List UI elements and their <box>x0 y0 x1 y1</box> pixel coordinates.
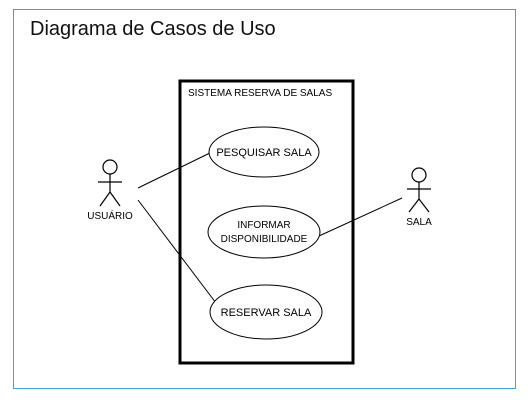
use-case-informar-disponibilidade: INFORMAR DISPONIBILIDADE <box>207 205 321 259</box>
actor-usuario: USUÁRIO <box>87 159 133 222</box>
actor-sala-label: SALA <box>406 217 432 228</box>
use-case-reservar-sala: RESERVAR SALA <box>209 284 323 340</box>
system-boundary-label: SISTEMA RESERVA DE SALAS <box>188 88 332 99</box>
use-case-pesquisar-sala: PESQUISAR SALA <box>208 126 320 178</box>
actor-usuario-label: USUÁRIO <box>87 209 133 222</box>
association-usuario-reservar <box>137 199 217 304</box>
actor-left-leg <box>99 191 111 207</box>
actor-left-leg <box>408 198 420 213</box>
system-boundary <box>178 79 355 365</box>
use-case-label: RESERVAR SALA <box>221 307 312 319</box>
actor-head <box>102 159 118 175</box>
use-case-ellipse <box>207 205 321 259</box>
use-case-label: PESQUISAR SALA <box>216 147 312 159</box>
use-case-ellipse <box>208 126 320 178</box>
use-case-label-line-1: INFORMAR <box>237 220 290 231</box>
association-usuario-pesquisar <box>137 150 215 189</box>
diagram-title: Diagrama de Casos de Uso <box>30 18 276 40</box>
use-case-label-line-2: DISPONIBILIDADE <box>221 234 308 245</box>
actor-sala: SALA <box>406 167 432 228</box>
actor-head <box>411 167 427 183</box>
association-sala-informar <box>318 197 403 237</box>
actor-right-leg <box>109 191 121 207</box>
use-case-ellipse <box>209 284 323 340</box>
actor-right-leg <box>418 198 430 213</box>
diagram-frame <box>13 9 516 389</box>
